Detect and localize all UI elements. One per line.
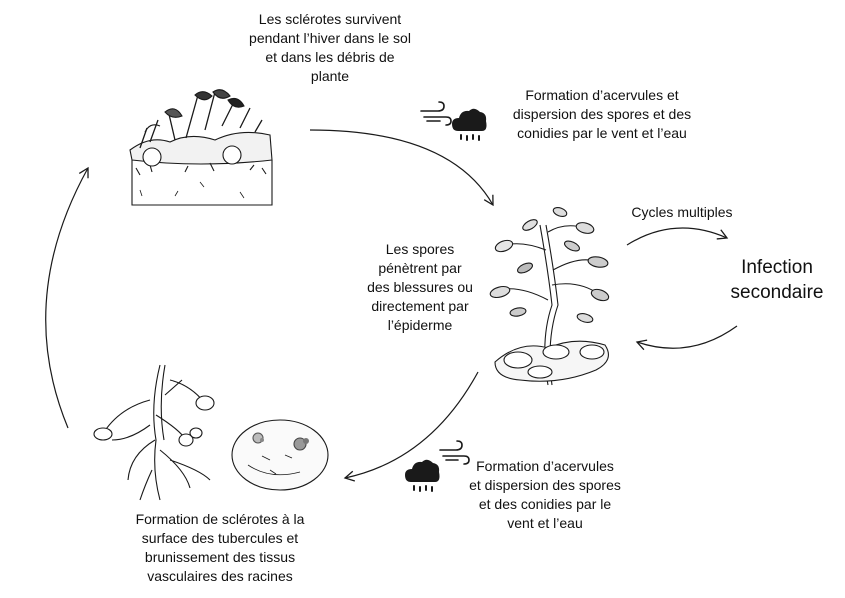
- label-line: secondaire: [722, 280, 832, 305]
- label-line: Infection: [722, 255, 832, 280]
- arrow-from-secondary-infection: [637, 326, 737, 348]
- wind-icon: [421, 102, 451, 125]
- arrow-winter-to-plant: [310, 130, 493, 205]
- label-sclerotia-survive: Les sclérotes survivent pendant l’hiver …: [230, 10, 430, 86]
- label-line: conidies par le vent et l’eau: [492, 124, 712, 143]
- label-line: vasculaires des racines: [110, 567, 330, 586]
- arrow-tubers-to-winter: [46, 168, 88, 428]
- label-sclerotia-formation: Formation de sclérotes à la surface des …: [110, 510, 330, 586]
- label-line: surface des tubercules et: [110, 529, 330, 548]
- label-line: Cycles multiples: [612, 203, 752, 222]
- label-acervuli-top: Formation d’acervules et dispersion des …: [492, 86, 712, 143]
- label-line: pénètrent par: [360, 259, 480, 278]
- label-line: l’épiderme: [360, 316, 480, 335]
- label-secondary-infection: Infection secondaire: [722, 255, 832, 305]
- label-line: des blessures ou: [360, 278, 480, 297]
- label-line: Les spores: [360, 240, 480, 259]
- label-line: Formation de sclérotes à la: [110, 510, 330, 529]
- label-line: dispersion des spores et des: [492, 105, 712, 124]
- label-line: vent et l’eau: [450, 514, 640, 533]
- label-line: et dans les débris de: [230, 48, 430, 67]
- rain-cloud-icon: [405, 460, 440, 492]
- label-line: et dispersion des spores: [450, 476, 640, 495]
- arrow-to-secondary-infection: [627, 228, 727, 245]
- label-line: brunissement des tissus: [110, 548, 330, 567]
- label-acervuli-bottom: Formation d’acervules et dispersion des …: [450, 457, 640, 533]
- label-multiple-cycles: Cycles multiples: [612, 203, 752, 222]
- label-line: directement par: [360, 297, 480, 316]
- potato-plant-illustration: [489, 206, 610, 385]
- rain-cloud-icon: [452, 109, 487, 141]
- soil-debris-illustration: [130, 90, 272, 205]
- label-line: Formation d’acervules et: [492, 86, 712, 105]
- label-line: Les sclérotes survivent: [230, 10, 430, 29]
- label-line: Formation d’acervules: [450, 457, 640, 476]
- label-line: et des conidies par le: [450, 495, 640, 514]
- roots-tuber-illustration: [94, 365, 328, 500]
- label-spores-penetrate: Les spores pénètrent par des blessures o…: [360, 240, 480, 335]
- label-line: plante: [230, 67, 430, 86]
- label-line: pendant l’hiver dans le sol: [230, 29, 430, 48]
